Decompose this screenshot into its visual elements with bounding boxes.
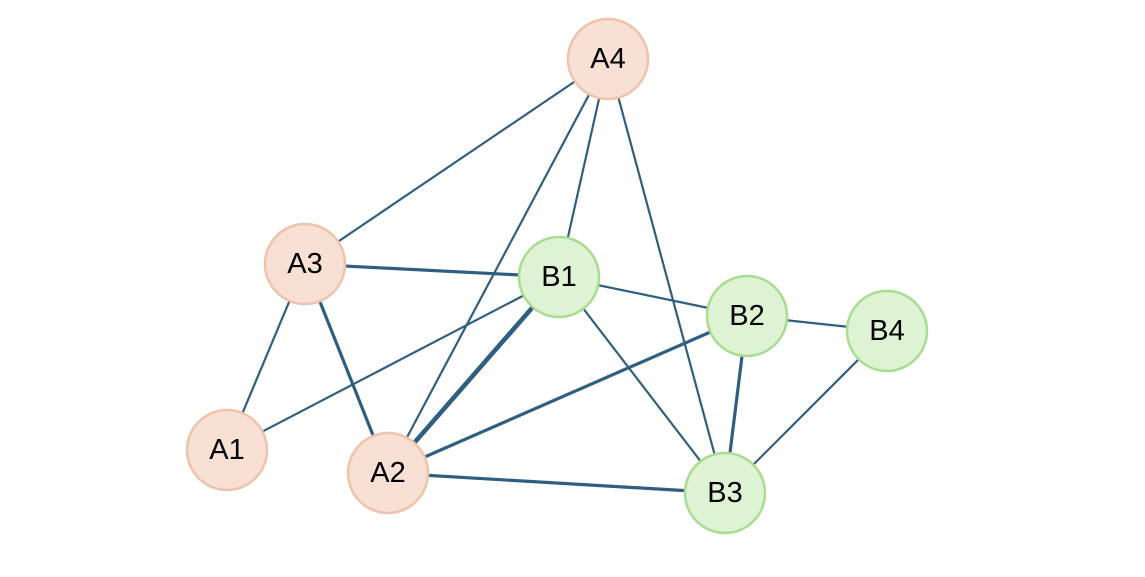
node-label: B2 (729, 300, 764, 332)
edge-a2-b3 (386, 471, 727, 495)
edge-a3-b1 (303, 262, 561, 279)
edge-a1-b1 (225, 275, 561, 452)
edge-a3-a4 (303, 57, 610, 266)
node-label: B1 (541, 261, 576, 293)
edge-a2-a4 (386, 57, 610, 475)
node-a1: A1 (185, 408, 269, 492)
edge-b3-a4 (606, 57, 727, 495)
node-label: A2 (370, 457, 405, 489)
node-circle (346, 431, 430, 515)
node-a2: A2 (346, 431, 430, 515)
edge-b1-b3 (557, 275, 727, 495)
node-circle (683, 451, 767, 535)
node-label: A3 (287, 248, 322, 280)
node-b2: B2 (705, 274, 789, 358)
node-label: A4 (590, 43, 625, 75)
edge-a2-b1 (385, 274, 562, 476)
node-b3: B3 (683, 451, 767, 535)
node-label: B3 (707, 477, 742, 509)
node-circle (517, 235, 601, 319)
node-a3: A3 (263, 222, 347, 306)
edge-a2-b2 (386, 314, 749, 475)
node-label: B4 (869, 315, 904, 347)
node-circle (263, 222, 347, 306)
node-a4: A4 (566, 17, 650, 101)
node-circle (845, 289, 929, 373)
node-b4: B4 (845, 289, 929, 373)
node-label: A1 (209, 434, 244, 466)
node-b1: B1 (517, 235, 601, 319)
node-circle (566, 17, 650, 101)
node-circle (705, 274, 789, 358)
node-circle (185, 408, 269, 492)
